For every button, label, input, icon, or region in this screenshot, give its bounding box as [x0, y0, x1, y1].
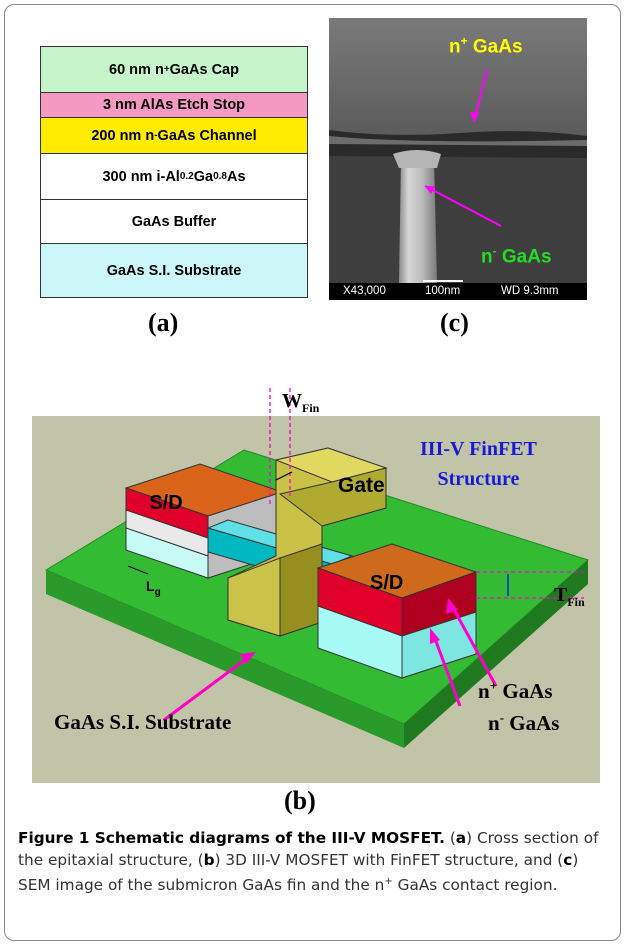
- sem-magnification: X43,000: [343, 285, 386, 297]
- sem-working-distance: WD 9.3mm: [501, 285, 559, 297]
- finfet-3d-diagram: WFin III-V FinFET Structure Gate S/D S/D…: [32, 388, 600, 783]
- sem-label-n-plus: n+ GaAs: [449, 34, 523, 58]
- panel-label-c: (c): [440, 308, 469, 337]
- layer-substrate: GaAs S.I. Substrate: [41, 244, 307, 297]
- sem-image: n+ GaAs n- GaAs X43,000 100nm WD 9.3mm: [329, 18, 587, 300]
- sem-scale-label: 100nm: [425, 285, 461, 297]
- label-w-fin: WFin: [282, 390, 320, 415]
- epitaxial-layer-stack: 60 nm n+ GaAs Cap 3 nm AlAs Etch Stop 20…: [40, 46, 308, 298]
- substrate-side: [404, 560, 588, 748]
- layer-cap: 60 nm n+ GaAs Cap: [41, 47, 307, 93]
- panel-label-a: (a): [148, 308, 179, 337]
- substrate-front: [46, 570, 404, 748]
- label-gate: Gate: [338, 474, 385, 497]
- sem-scale-bar: [423, 280, 463, 282]
- layer-etch-stop: 3 nm AlAs Etch Stop: [41, 93, 307, 118]
- layer-channel: 200 nm n- GaAs Channel: [41, 118, 307, 154]
- sem-label-n-minus: n- GaAs: [481, 244, 552, 268]
- label-n-minus-gaas: n- GaAs: [488, 710, 560, 735]
- figure-caption: Figure 1 Schematic diagrams of the III-V…: [18, 829, 599, 895]
- layer-buffer: GaAs Buffer: [41, 200, 307, 244]
- label-structure-title: III-V FinFET Structure: [420, 438, 537, 490]
- label-n-plus-gaas: n+ GaAs: [478, 678, 553, 703]
- label-lg: Lg: [146, 578, 161, 598]
- label-t-fin: TFin: [554, 584, 585, 609]
- label-substrate: GaAs S.I. Substrate: [54, 710, 232, 734]
- label-sd-right: S/D: [370, 572, 404, 594]
- panel-label-b: (b): [284, 786, 316, 815]
- label-sd-left: S/D: [149, 492, 183, 514]
- caption-title: Figure 1 Schematic diagrams of the III-V…: [18, 829, 445, 847]
